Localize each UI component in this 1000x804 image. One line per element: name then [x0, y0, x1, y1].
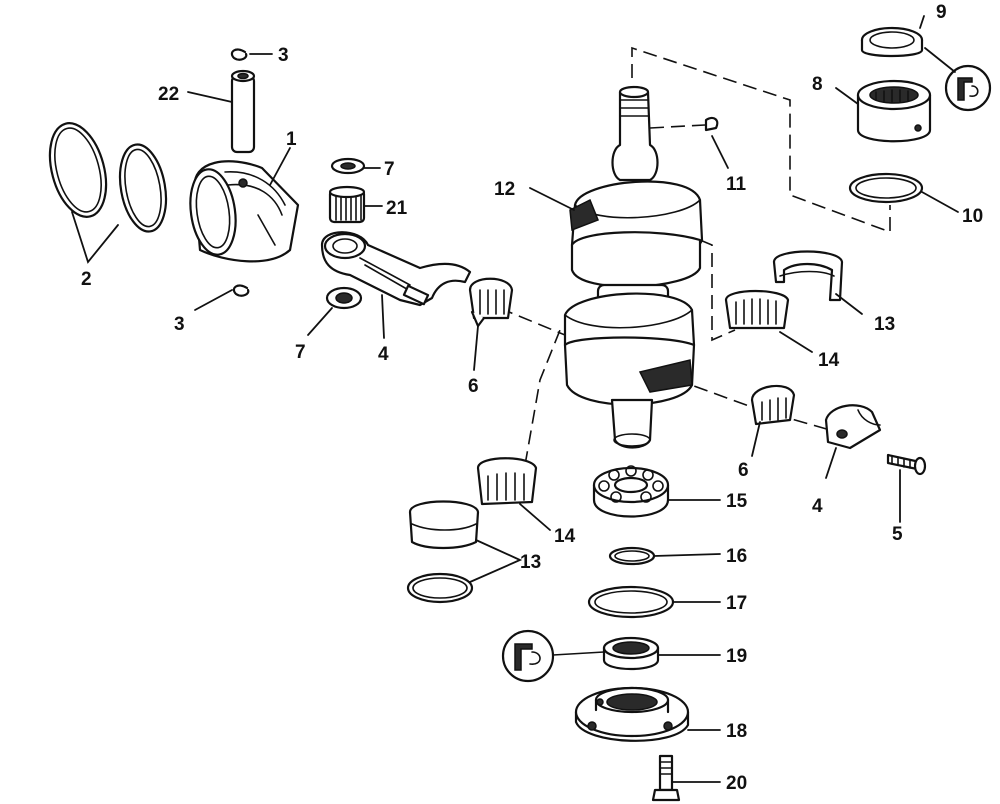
main-needle-bearing-left — [476, 457, 538, 506]
callout-8: 8 — [812, 74, 823, 95]
piston — [189, 160, 300, 263]
callout-10: 10 — [962, 206, 983, 227]
callout-13-right: 13 — [874, 314, 895, 335]
retaining-ring — [608, 546, 656, 566]
callout-9: 9 — [936, 2, 947, 23]
crankshaft — [563, 85, 719, 449]
callout-6-right: 6 — [738, 460, 749, 481]
callout-numbers: 3 22 1 2 3 7 21 7 4 6 9 8 11 12 10 13 14… — [81, 2, 983, 794]
lower-bearing-housing — [574, 686, 690, 742]
main-bearing-half-right — [772, 250, 844, 302]
rod-cap — [824, 404, 882, 450]
washer-bottom — [325, 286, 363, 310]
callout-2: 2 — [81, 269, 92, 290]
callout-21: 21 — [386, 198, 408, 219]
upper-roller-bearing — [856, 79, 932, 143]
callout-13-left: 13 — [520, 552, 541, 573]
callout-14-right: 14 — [818, 350, 840, 371]
callout-6-left: 6 — [468, 376, 479, 397]
retaining-clip-bottom — [232, 284, 250, 297]
callout-20: 20 — [726, 773, 747, 794]
upper-o-ring — [848, 172, 924, 204]
callout-7-bottom: 7 — [295, 342, 306, 363]
rod-bearing-cage-right — [750, 384, 796, 426]
seal-detail-inset-top — [944, 64, 992, 112]
wrist-pin — [230, 69, 256, 154]
main-bearing-half-left — [408, 500, 480, 550]
housing-screw — [651, 754, 681, 802]
callout-22: 22 — [158, 84, 179, 105]
callout-5: 5 — [892, 524, 903, 545]
cap-screw — [886, 453, 927, 476]
piston-rings — [48, 122, 168, 233]
needle-bearing-small — [328, 185, 366, 224]
callout-17: 17 — [726, 593, 747, 614]
upper-seal — [860, 26, 924, 58]
retaining-clip-top — [230, 48, 248, 61]
seal-detail-inset-bottom — [501, 629, 605, 683]
rod-bearing-cage-left — [468, 277, 514, 328]
callout-7-top: 7 — [384, 159, 395, 180]
callout-4-rod: 4 — [378, 344, 389, 365]
callout-19: 19 — [726, 646, 747, 667]
callout-4-cap: 4 — [812, 496, 823, 517]
main-needle-bearing-right — [724, 289, 790, 330]
callout-18: 18 — [726, 721, 747, 742]
callout-1: 1 — [286, 129, 297, 150]
lower-seal — [602, 636, 660, 670]
leader-lines — [71, 15, 959, 783]
callout-3-bottom: 3 — [174, 314, 185, 335]
retaining-ring-left — [406, 572, 474, 604]
connecting-rod — [320, 231, 472, 307]
callout-12: 12 — [494, 179, 515, 200]
callout-16: 16 — [726, 546, 747, 567]
callout-15: 15 — [726, 491, 748, 512]
callout-11: 11 — [726, 174, 747, 195]
washer-top — [330, 157, 366, 175]
callout-3-top: 3 — [278, 45, 289, 66]
ball-bearing — [592, 465, 670, 518]
callout-14-left: 14 — [554, 526, 576, 547]
lower-o-ring — [587, 585, 675, 619]
